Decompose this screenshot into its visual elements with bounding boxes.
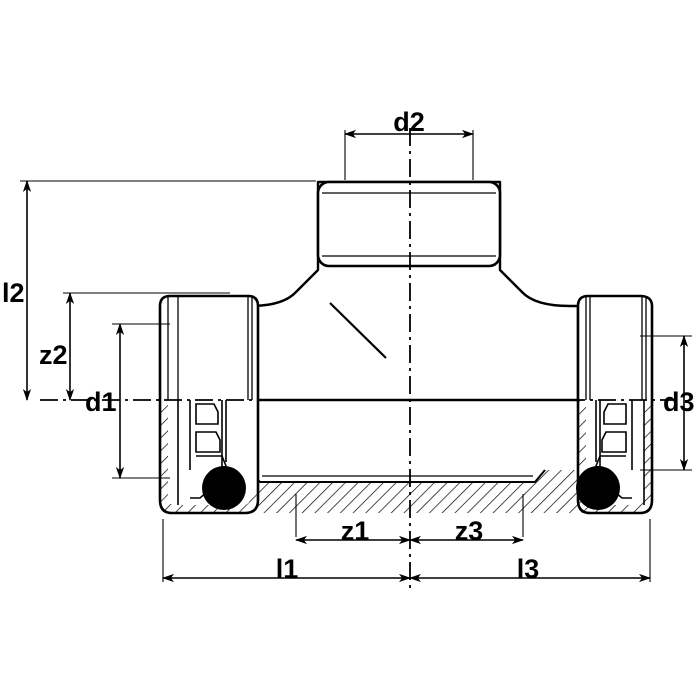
right-socket [576,294,654,515]
top-collar-body [316,180,502,268]
shoulder-leader-line [329,302,387,359]
right-oring-seal [576,466,620,510]
left-socket [158,294,260,515]
left-oring-seal [202,466,246,510]
dimension-arrows [22,129,689,583]
dim-label-z1: z1 [341,516,370,546]
top-branch-socket [316,180,502,268]
dim-label-l2: l2 [2,278,25,308]
dim-label-d1: d1 [85,387,117,417]
extension-lines [20,130,692,582]
dim-label-d3: d3 [663,387,695,417]
dim-label-z3: z3 [455,516,484,546]
left-press-sleeve-detail [177,400,227,505]
dim-label-z2: z2 [39,340,68,370]
body-lower-section-hatch [168,400,652,513]
dim-label-l3: l3 [517,554,540,584]
center-lines [40,128,676,590]
dim-label-d2: d2 [393,107,425,137]
right-press-sleeve-detail [595,400,645,505]
dimension-labels: l2 z2 d1 d2 d3 z1 z3 l1 l3 [2,107,695,584]
dim-label-l1: l1 [276,554,299,584]
